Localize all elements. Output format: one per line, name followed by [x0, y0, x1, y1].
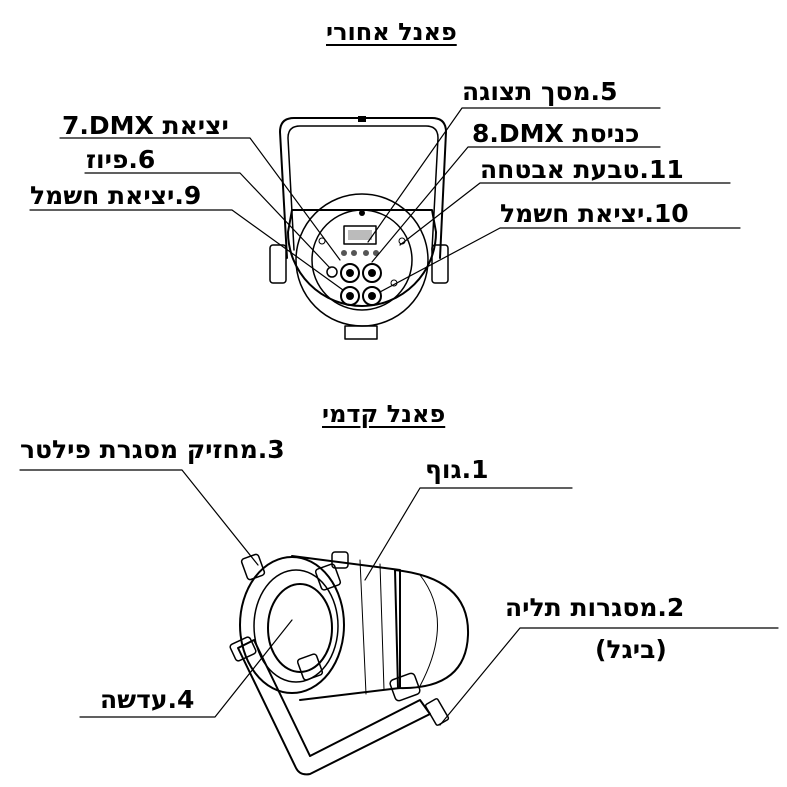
label-dmx-in: 8.DMX כניסת [472, 119, 640, 148]
rear-bottom-tab [344, 325, 378, 340]
dmx-out-connector [340, 263, 360, 283]
front-rim-inner [253, 569, 339, 683]
label-power-in: 10.יציאת חשמל [500, 199, 689, 228]
label-filter-holder: 3.מחזיק מסגרת פילטר [20, 435, 285, 464]
safety-ring-hole [359, 210, 365, 216]
rear-yoke-screw [358, 116, 366, 122]
front-yoke-arm [237, 639, 431, 776]
filter-clip-top-right [314, 563, 342, 591]
rear-yoke-inner [287, 125, 439, 251]
filter-clip-bottom [296, 653, 324, 681]
front-rim [239, 556, 345, 694]
front-body-seam-2 [379, 563, 385, 691]
rear-body-outer [287, 209, 437, 307]
front-panel-title: פאנל קדמי [322, 400, 446, 428]
front-rear-can-rib [419, 574, 438, 687]
rear-left-clamp [269, 244, 287, 284]
display-lcd [348, 230, 372, 240]
label-lens: 4.עדשה [100, 685, 195, 714]
rear-panel-plate [311, 209, 413, 311]
label-dmx-out: 7.DMX יציאת [62, 111, 229, 140]
label-hanging-bracket-note: (ביגל) [595, 635, 667, 664]
hanging-bracket-end [424, 698, 450, 726]
label-safety-ring: 11.טבעת אבטחה [480, 155, 684, 184]
label-display-screen: 5.מסך תצוגה [462, 77, 618, 106]
label-body: 1.גוף [425, 455, 489, 484]
front-body [291, 555, 401, 701]
rear-leader-lines [29, 107, 741, 293]
front-side-knob [389, 672, 421, 702]
front-rear-can [394, 569, 470, 690]
filter-clip-top [331, 551, 349, 569]
fuse-holder [326, 266, 338, 278]
power-in-connector [362, 286, 382, 306]
menu-buttons [341, 250, 379, 256]
label-hanging-bracket: 2.מסגרות תליה [505, 593, 685, 622]
screw-left [318, 237, 326, 245]
front-panel-drawing [229, 551, 470, 776]
rear-panel-title: פאנל אחורי [326, 18, 457, 46]
front-lens [267, 583, 333, 673]
label-power-out: 9.יציאת חשמל [30, 181, 202, 210]
dmx-in-connector [362, 263, 382, 283]
front-leader-lines [19, 469, 779, 726]
display-screen [343, 225, 377, 245]
filter-clip-top-left [240, 553, 266, 581]
front-body-seam [359, 559, 367, 695]
label-fuse: 6.פיוז [86, 145, 156, 174]
rear-panel-drawing [269, 116, 449, 340]
power-out-connector [340, 286, 360, 306]
